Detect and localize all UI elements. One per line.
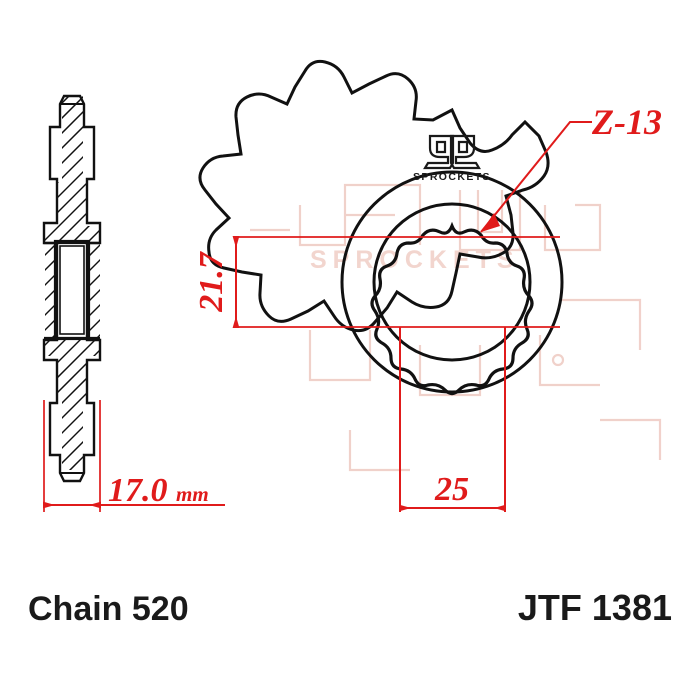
jt-logo-mark: SPROCKETS — [413, 134, 491, 183]
section-outline — [42, 94, 102, 483]
dimension-value-bore-height: 21.7 — [193, 250, 230, 313]
right-relief-fill-lower — [88, 356, 101, 402]
splined-bore — [370, 221, 534, 396]
front-view-sprocket: SPROCKETS — [198, 59, 564, 396]
jt-logo-wordmark: SPROCKETS — [413, 171, 491, 183]
chain-spec-label: Chain 520 — [28, 590, 189, 628]
callout-spline-count: Z-13 — [480, 102, 662, 233]
hub-bore-window-inner — [59, 245, 85, 335]
part-number-label: JTF 1381 — [518, 587, 672, 628]
sprocket-teeth-outline — [198, 59, 550, 333]
right-relief-fill — [88, 180, 101, 226]
callout-arrowhead — [481, 213, 500, 232]
callout-label-z13: Z-13 — [591, 102, 662, 142]
dimension-unit-thickness: mm — [176, 482, 209, 506]
dimension-value-hub-width: 25 — [434, 471, 469, 508]
left-relief-fill — [44, 180, 57, 226]
callout-leader-line — [480, 121, 592, 233]
dimension-thickness: 17.0 mm — [43, 400, 225, 512]
left-relief-fill-lower — [44, 356, 57, 402]
dimension-hub-width: 25 — [399, 327, 506, 512]
dimension-value-thickness: 17.0 — [108, 472, 168, 509]
hub-inner-circle — [372, 202, 532, 362]
